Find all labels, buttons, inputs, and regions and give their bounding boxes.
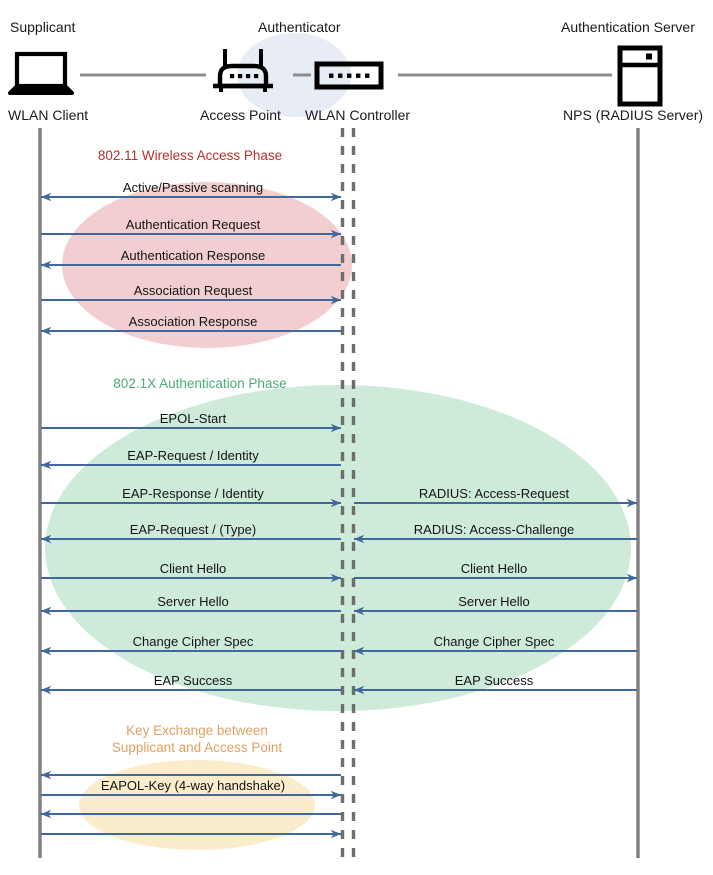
- message-label: Change Cipher Spec: [132, 634, 254, 649]
- message-label: EAP Success: [454, 673, 534, 688]
- message-label: EPOL-Start: [159, 411, 227, 426]
- phase-label-key-exchange-line1: Key Exchange between: [126, 723, 268, 738]
- message-label: RADIUS: Access-Request: [418, 486, 570, 501]
- network-switch-icon: [314, 61, 384, 90]
- message-label: Change Cipher Spec: [433, 634, 555, 649]
- message-label: Client Hello: [159, 561, 227, 576]
- message-label: Authentication Response: [120, 248, 266, 263]
- message-arrow-layer: [40, 192, 638, 839]
- message-label: Server Hello: [458, 594, 530, 609]
- actor-role-authentication-server: Authentication Server: [561, 19, 695, 35]
- wireless-router-icon: [213, 49, 273, 92]
- message-label: EAP Success: [153, 673, 233, 688]
- message-label: Active/Passive scanning: [122, 180, 264, 195]
- phase-label-wireless-access: 802.11 Wireless Access Phase: [97, 148, 283, 163]
- phase-ellipse-key-exchange: [79, 760, 315, 850]
- message-label: EAP-Response / Identity: [122, 486, 264, 501]
- message-label: Client Hello: [460, 561, 528, 576]
- message-label: Authentication Request: [125, 217, 261, 232]
- phase-ellipse-dot1x-authentication: [45, 385, 631, 711]
- actor-device-nps-radius-server: NPS (RADIUS Server): [563, 107, 704, 123]
- actor-role-supplicant: Supplicant: [10, 19, 76, 35]
- phase-label-key-exchange: Key Exchange between Supplicant and Acce…: [0, 723, 394, 757]
- message-label: Association Request: [133, 283, 253, 298]
- server-rack-icon: [617, 45, 663, 107]
- message-label: EAP-Request / (Type): [129, 522, 257, 537]
- laptop-icon: [8, 51, 74, 95]
- message-label: Server Hello: [157, 594, 229, 609]
- actor-device-access-point: Access Point: [200, 107, 281, 123]
- phase-label-key-exchange-line2: Supplicant and Access Point: [111, 739, 283, 755]
- message-label: RADIUS: Access-Challenge: [413, 522, 575, 537]
- message-label: EAPOL-Key (4-way handshake): [100, 778, 286, 793]
- phase-label-dot1x-authentication: 802.1X Authentication Phase: [113, 376, 287, 391]
- message-label: Association Response: [128, 314, 258, 329]
- actor-role-authenticator: Authenticator: [258, 19, 341, 35]
- message-label: EAP-Request / Identity: [127, 448, 259, 463]
- actor-device-wlan-client: WLAN Client: [8, 107, 89, 123]
- actor-device-wlan-controller: WLAN Controller: [305, 107, 411, 123]
